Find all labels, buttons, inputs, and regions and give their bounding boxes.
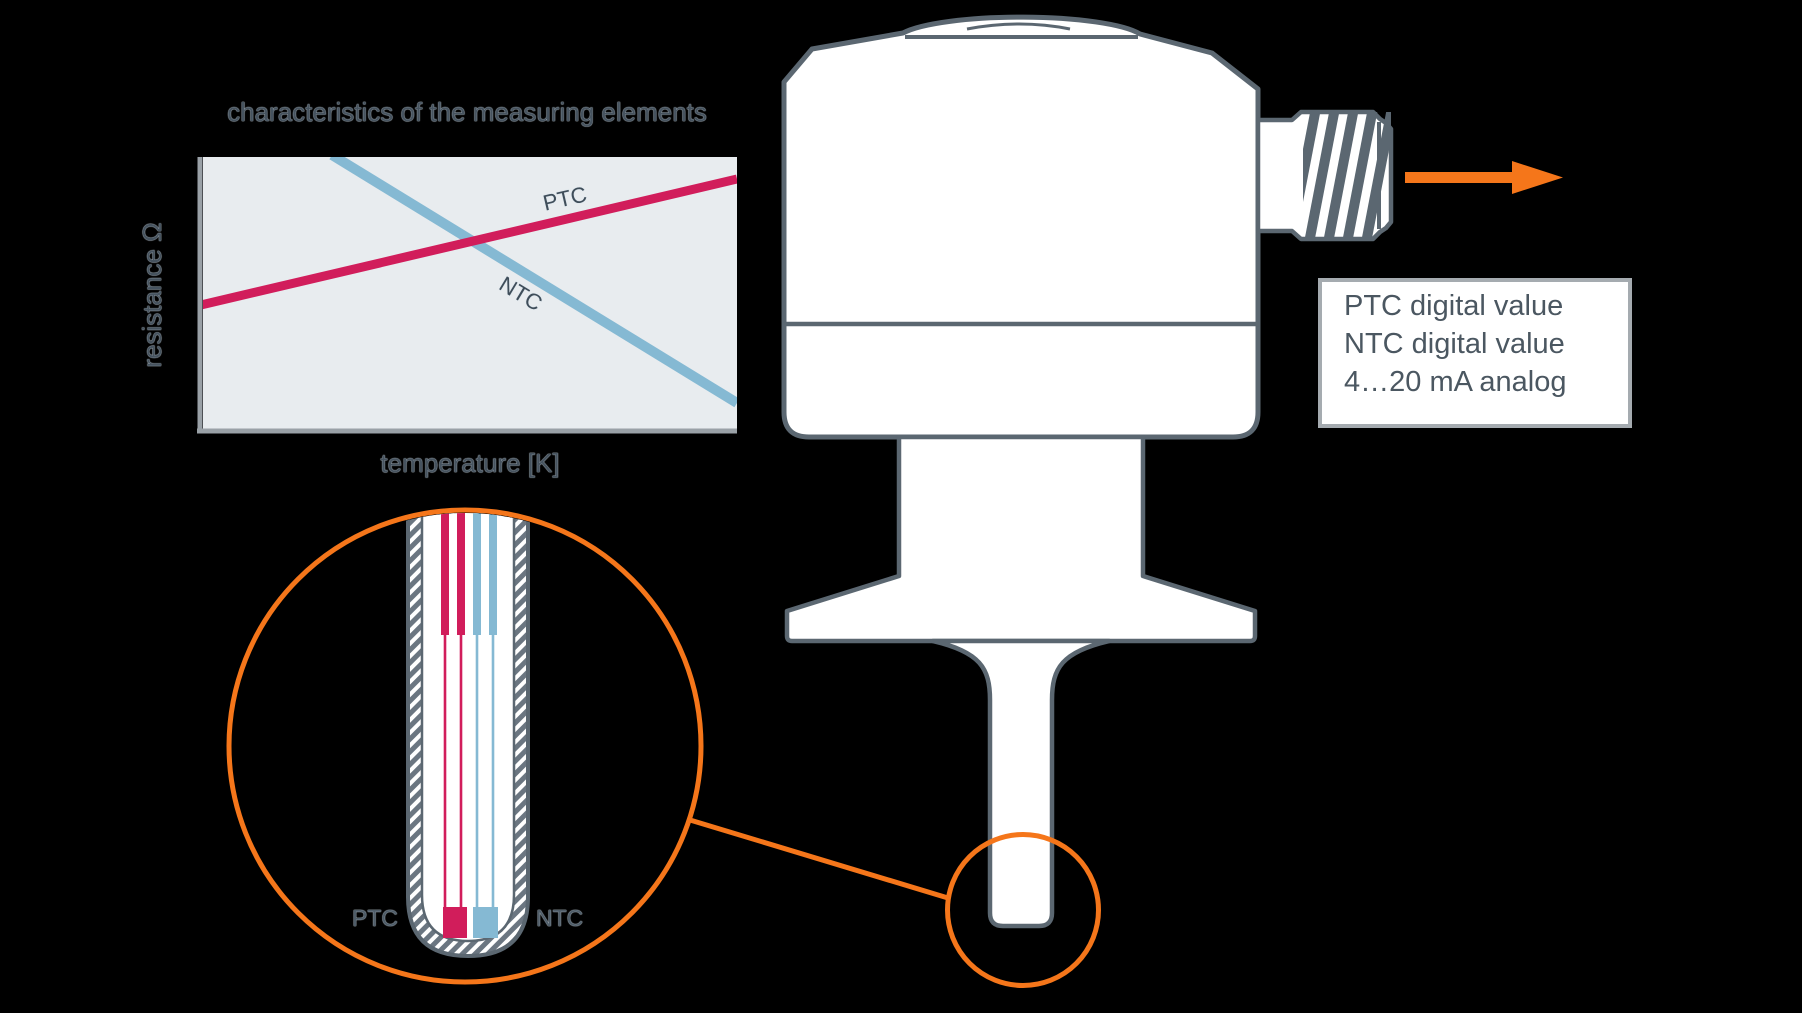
cap-inner-arc xyxy=(966,22,1071,31)
ptc-element xyxy=(443,907,467,938)
ptc-lead-1 xyxy=(441,513,449,635)
chart-title: characteristics of the measuring element… xyxy=(227,97,707,127)
output-values-box: PTC digital value NTC digital value 4…20… xyxy=(1318,278,1632,428)
ntc-wire-1 xyxy=(475,632,479,910)
probe-stem xyxy=(930,638,1112,929)
output-line-ptc: PTC digital value xyxy=(1344,290,1564,322)
output-arrow-icon xyxy=(1405,161,1563,194)
ntc-lead-1 xyxy=(473,513,481,635)
ntc-lead-2 xyxy=(489,513,497,635)
magnifier-circle-large-icon xyxy=(226,507,704,985)
ptc-wire-1 xyxy=(443,632,447,910)
sensor-device xyxy=(781,14,1394,929)
ntc-wire-2 xyxy=(491,632,495,910)
magnifier-circle-small-icon xyxy=(945,832,1101,988)
output-line-analog: 4…20 mA analog xyxy=(1344,366,1567,398)
sensor-head xyxy=(781,14,1261,440)
output-line-ntc: NTC digital value xyxy=(1344,328,1565,360)
probe-sheath-inner xyxy=(420,513,516,943)
probe-ptc-label: PTC xyxy=(352,905,398,931)
ptc-wire-2 xyxy=(459,632,463,910)
ntc-curve xyxy=(329,157,737,408)
characteristics-chart xyxy=(197,157,737,434)
magnifier-connector-line xyxy=(689,817,949,901)
ptc-curve xyxy=(203,174,737,310)
clamp-flange xyxy=(784,434,1258,644)
y-axis-label: resistance Ω xyxy=(137,222,167,368)
probe-cross-section xyxy=(406,513,530,959)
ptc-lead-2 xyxy=(457,513,465,635)
ntc-element xyxy=(473,907,498,938)
x-axis-label: temperature [K] xyxy=(380,448,560,478)
probe-ntc-label: NTC xyxy=(536,905,584,931)
